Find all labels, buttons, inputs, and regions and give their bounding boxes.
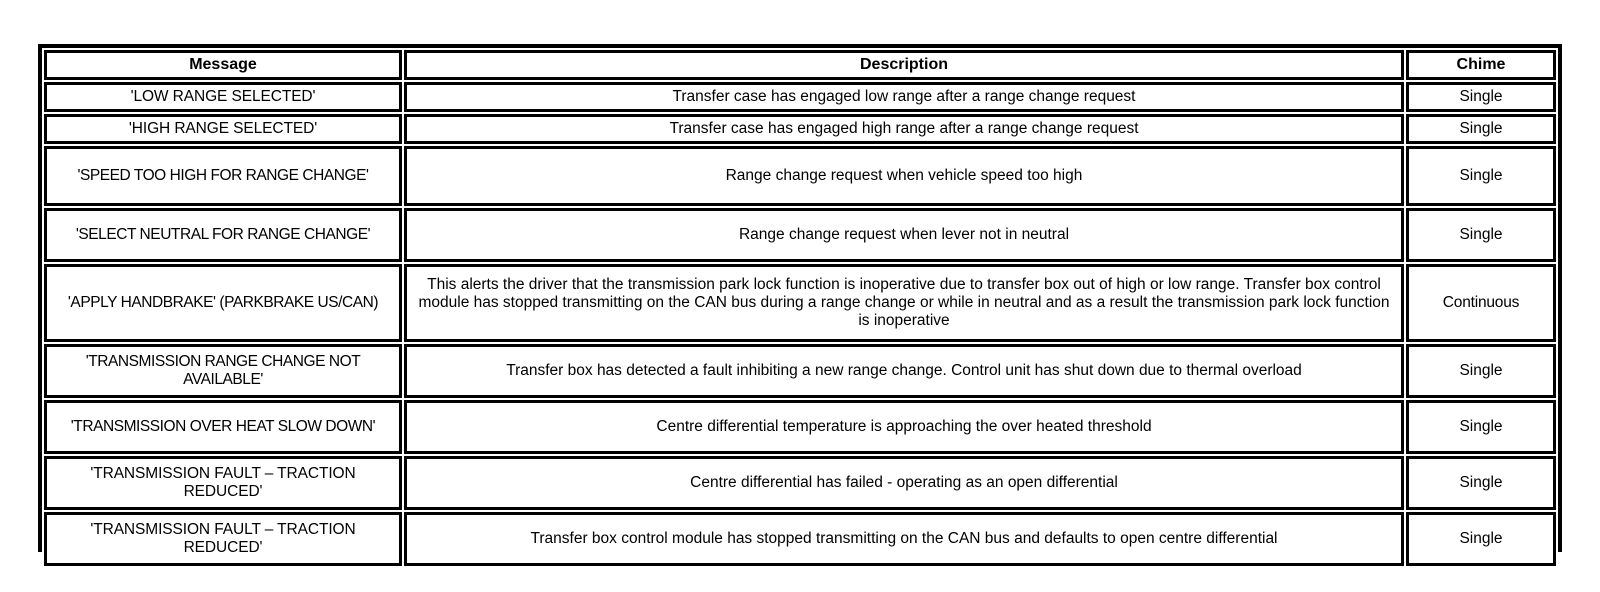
- cell-message: 'LOW RANGE SELECTED': [44, 82, 402, 112]
- cell-description: Transfer case has engaged high range aft…: [404, 114, 1404, 144]
- cell-description: Transfer box has detected a fault inhibi…: [404, 344, 1404, 398]
- table-row: 'LOW RANGE SELECTED' Transfer case has e…: [44, 82, 1556, 112]
- cell-chime: Single: [1406, 344, 1556, 398]
- table-row: 'SPEED TOO HIGH FOR RANGE CHANGE' Range …: [44, 146, 1556, 206]
- cell-chime: Single: [1406, 512, 1556, 566]
- column-header-chime: Chime: [1406, 50, 1556, 80]
- table-row: 'TRANSMISSION RANGE CHANGE NOT AVAILABLE…: [44, 344, 1556, 398]
- cell-chime: Single: [1406, 208, 1556, 262]
- cell-chime: Continuous: [1406, 264, 1556, 342]
- cell-description: Centre differential has failed - operati…: [404, 456, 1404, 510]
- cell-message: 'SPEED TOO HIGH FOR RANGE CHANGE': [44, 146, 402, 206]
- alert-message-table-frame: Message Description Chime 'LOW RANGE SEL…: [38, 44, 1562, 568]
- table-row: 'TRANSMISSION OVER HEAT SLOW DOWN' Centr…: [44, 400, 1556, 454]
- cell-description: Range change request when lever not in n…: [404, 208, 1404, 262]
- cell-description: Transfer box control module has stopped …: [404, 512, 1404, 566]
- table-row: 'HIGH RANGE SELECTED' Transfer case has …: [44, 114, 1556, 144]
- cell-message: 'SELECT NEUTRAL FOR RANGE CHANGE': [44, 208, 402, 262]
- cell-message: 'TRANSMISSION FAULT – TRACTION REDUCED': [44, 456, 402, 510]
- cell-description: Centre differential temperature is appro…: [404, 400, 1404, 454]
- column-header-message: Message: [44, 50, 402, 80]
- cell-chime: Single: [1406, 146, 1556, 206]
- cell-chime: Single: [1406, 114, 1556, 144]
- cell-chime: Single: [1406, 456, 1556, 510]
- table-row: 'TRANSMISSION FAULT – TRACTION REDUCED' …: [44, 456, 1556, 510]
- cell-message: 'TRANSMISSION FAULT – TRACTION REDUCED': [44, 512, 402, 566]
- cell-description: Transfer case has engaged low range afte…: [404, 82, 1404, 112]
- table-row: 'SELECT NEUTRAL FOR RANGE CHANGE' Range …: [44, 208, 1556, 262]
- table-body: 'LOW RANGE SELECTED' Transfer case has e…: [44, 82, 1556, 566]
- table-header-row: Message Description Chime: [44, 50, 1556, 80]
- table-header: Message Description Chime: [44, 50, 1556, 80]
- cell-message: 'APPLY HANDBRAKE' (PARKBRAKE US/CAN): [44, 264, 402, 342]
- cell-description: Range change request when vehicle speed …: [404, 146, 1404, 206]
- table-row: 'TRANSMISSION FAULT – TRACTION REDUCED' …: [44, 512, 1556, 566]
- column-header-description: Description: [404, 50, 1404, 80]
- cell-message: 'TRANSMISSION OVER HEAT SLOW DOWN': [44, 400, 402, 454]
- cell-description: This alerts the driver that the transmis…: [404, 264, 1404, 342]
- table-row: 'APPLY HANDBRAKE' (PARKBRAKE US/CAN) Thi…: [44, 264, 1556, 342]
- cell-message: 'HIGH RANGE SELECTED': [44, 114, 402, 144]
- cell-chime: Single: [1406, 400, 1556, 454]
- cell-chime: Single: [1406, 82, 1556, 112]
- alert-message-table: Message Description Chime 'LOW RANGE SEL…: [42, 48, 1558, 568]
- cell-message: 'TRANSMISSION RANGE CHANGE NOT AVAILABLE…: [44, 344, 402, 398]
